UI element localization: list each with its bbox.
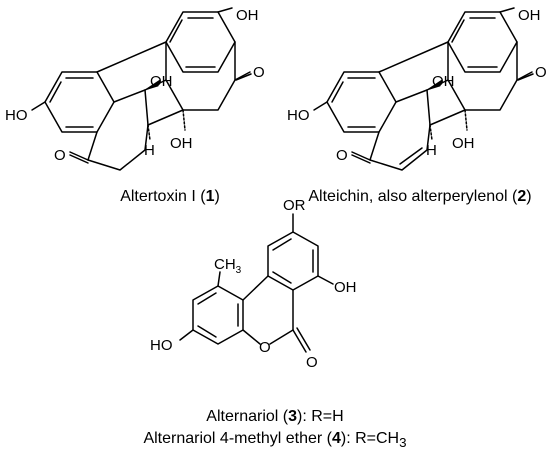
label-h-center: H <box>426 142 437 159</box>
compound-number: 4 <box>331 430 341 447</box>
aromatic-ring-lower <box>44 71 115 133</box>
caption-alteichin: Alteichin, also alterperylenol (2) <box>295 188 545 206</box>
compound-number: 1 <box>205 188 215 205</box>
aromatic-ring-left <box>192 285 244 345</box>
label-o-ketone-right: O <box>535 64 547 81</box>
aromatic-ring-lower <box>326 71 397 133</box>
caption-suffix: ) <box>214 188 220 205</box>
label-o-ketone-bottom: O <box>336 147 348 164</box>
label-ho-left: HO <box>150 337 173 354</box>
label-o-ketone-right: O <box>253 64 265 81</box>
caption-name: Alteichin, also alterperylenol ( <box>308 188 518 205</box>
compound-number: 2 <box>517 188 527 205</box>
aromatic-ring-upper <box>165 11 236 73</box>
label-oh-right: OH <box>334 279 357 296</box>
structure-alternariol: OR CH3 OH HO O O <box>150 197 357 371</box>
caption-suffix: ): R=H <box>297 408 344 425</box>
label-ho-left: HO <box>5 107 28 124</box>
caption-subscript: 3 <box>399 435 407 451</box>
caption-suffix: ) <box>526 188 532 205</box>
caption-name: Alternariol 4-methyl ether ( <box>143 430 332 447</box>
structure-alteichin: OH O HO OH H OH O <box>287 7 547 171</box>
label-o-carbonyl: O <box>306 354 318 371</box>
label-ch3: CH3 <box>214 256 242 276</box>
label-ho-left: HO <box>287 107 310 124</box>
label-oh-top: OH <box>518 7 541 24</box>
aromatic-ring-right <box>267 231 319 291</box>
caption-suffix: ): R=CH <box>340 430 400 447</box>
caption-alternariol: Alternariol (3): R=H <box>150 408 400 426</box>
label-h-center: H <box>144 142 155 159</box>
label-o-ring: O <box>259 339 271 356</box>
label-o-ketone-bottom: O <box>54 147 66 164</box>
caption-alternariol-methyl-ether: Alternariol 4-methyl ether (4): R=CH3 <box>100 430 450 450</box>
structure-altertoxin-1: OH O HO OH H OH O <box>5 7 265 171</box>
label-oh-bottom: OH <box>452 135 475 152</box>
label-oh-center: OH <box>150 73 173 90</box>
label-oh-bottom: OH <box>170 135 193 152</box>
caption-altertoxin-1: Altertoxin I (1) <box>70 188 270 206</box>
compound-number: 3 <box>288 408 298 425</box>
label-or: OR <box>283 197 306 214</box>
label-oh-center: OH <box>432 73 455 90</box>
aromatic-ring-upper <box>447 11 518 73</box>
caption-name: Altertoxin I ( <box>120 188 206 205</box>
caption-name: Alternariol ( <box>206 408 289 425</box>
label-oh-top: OH <box>236 7 259 24</box>
